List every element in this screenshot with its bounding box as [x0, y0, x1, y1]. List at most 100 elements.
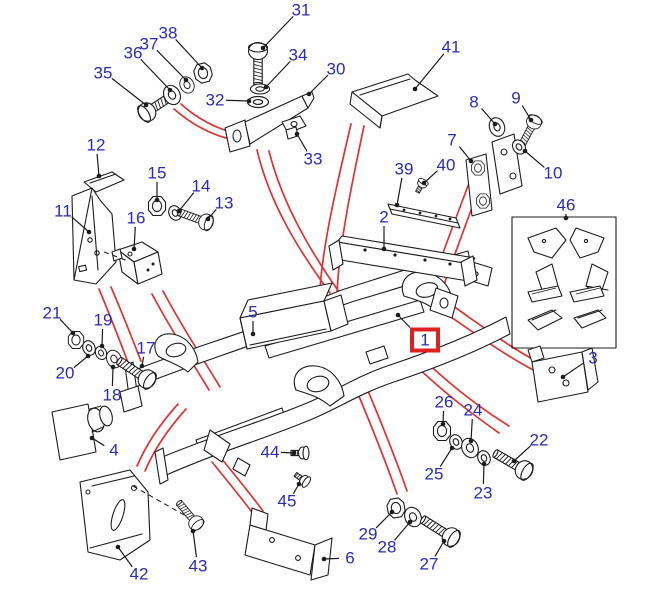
callout-number: 36 — [124, 44, 143, 63]
leader-arrow-dot — [115, 544, 121, 550]
callout-number: 4 — [109, 441, 118, 460]
leader-line — [423, 170, 438, 184]
callout-20[interactable]: 20 — [56, 353, 91, 383]
callout-40[interactable]: 40 — [421, 156, 456, 186]
leader-line — [175, 39, 203, 69]
leader-arrow-dot — [139, 363, 145, 369]
callout-1[interactable]: 1 — [395, 312, 440, 353]
callout-26[interactable]: 26 — [435, 393, 454, 427]
callout-number: 38 — [159, 24, 178, 43]
bracket-part-42-drawing — [79, 469, 151, 561]
leader-arrow-dot — [291, 450, 297, 456]
callout-11[interactable]: 11 — [54, 202, 92, 235]
leader-line — [397, 314, 411, 328]
callout-21[interactable]: 21 — [43, 304, 76, 336]
leader-line — [117, 546, 133, 568]
callout-28[interactable]: 28 — [378, 519, 413, 557]
leader-line — [470, 418, 473, 442]
screw-45-drawing — [291, 468, 313, 490]
callout-19[interactable]: 19 — [94, 311, 113, 349]
callout-number: 16 — [127, 209, 146, 228]
callout-number: 46 — [557, 196, 576, 215]
callout-number: 42 — [130, 565, 149, 584]
callout-25[interactable]: 25 — [425, 445, 455, 484]
callout-5[interactable]: 5 — [248, 303, 258, 337]
leader-line — [225, 99, 250, 102]
leader-arrow-dot — [294, 131, 300, 137]
bracket-part-3-drawing — [527, 345, 599, 403]
callout-36[interactable]: 36 — [124, 44, 173, 93]
leader-arrow-dot — [394, 202, 400, 208]
callout-number: 21 — [43, 304, 62, 323]
callout-12[interactable]: 12 — [87, 136, 106, 179]
callout-number: 8 — [469, 93, 478, 112]
callout-46[interactable]: 46 — [557, 196, 576, 221]
callout-number: 40 — [437, 156, 456, 175]
callout-number: 39 — [395, 160, 414, 179]
callout-27[interactable]: 27 — [420, 538, 447, 574]
callout-44[interactable]: 44 — [261, 443, 297, 462]
callout-10[interactable]: 10 — [522, 148, 563, 183]
leader-arrow-dot — [449, 445, 455, 451]
callout-37[interactable]: 37 — [140, 35, 189, 83]
callout-9[interactable]: 9 — [511, 89, 534, 123]
callout-4[interactable]: 4 — [89, 435, 119, 460]
callout-16[interactable]: 16 — [127, 209, 146, 252]
callout-23[interactable]: 23 — [474, 461, 493, 503]
callout-42[interactable]: 42 — [115, 544, 149, 584]
nut-21-drawing — [67, 330, 85, 350]
callout-31[interactable]: 31 — [260, 1, 311, 51]
leader-line — [562, 362, 585, 378]
assembly-dash-line-42-43 — [132, 485, 187, 517]
bracket-part-11-drawing — [71, 187, 117, 285]
leader-arrow-dot — [260, 45, 266, 51]
callout-18[interactable]: 18 — [103, 364, 122, 405]
leader-arrow-dot — [296, 481, 302, 487]
callout-35[interactable]: 35 — [94, 64, 149, 108]
callout-number: 6 — [345, 549, 354, 568]
callout-13[interactable]: 13 — [205, 194, 234, 222]
leader-arrow-dot — [492, 121, 498, 127]
leader-line — [323, 557, 340, 560]
leader-arrow-dot — [522, 148, 528, 154]
callout-24[interactable]: 24 — [464, 401, 483, 444]
callout-17[interactable]: 17 — [137, 339, 156, 369]
callout-38[interactable]: 38 — [159, 24, 205, 71]
panel-part-41-drawing — [349, 73, 439, 129]
leader-arrow-dot — [96, 173, 102, 179]
callout-39[interactable]: 39 — [395, 160, 414, 208]
callout-number: 5 — [248, 303, 257, 322]
leader-line — [482, 463, 485, 485]
callout-number: 18 — [103, 386, 122, 405]
leader-arrow-dot — [389, 509, 395, 515]
callout-30[interactable]: 30 — [306, 60, 346, 97]
leader-arrow-dot — [70, 330, 76, 336]
bolt-22-drawing — [488, 443, 537, 484]
callout-number: 19 — [94, 311, 113, 330]
leader-line — [524, 150, 545, 168]
leader-line — [178, 192, 195, 212]
leader-line — [439, 447, 453, 467]
callout-2[interactable]: 2 — [379, 208, 389, 252]
callout-43[interactable]: 43 — [189, 528, 208, 576]
callout-29[interactable]: 29 — [359, 509, 395, 544]
callout-41[interactable]: 41 — [412, 38, 461, 92]
callout-7[interactable]: 7 — [447, 131, 474, 164]
callout-6[interactable]: 6 — [321, 549, 355, 568]
callout-32[interactable]: 32 — [206, 91, 252, 110]
leader-arrow-dot — [167, 87, 173, 93]
callout-14[interactable]: 14 — [176, 177, 211, 214]
callout-45[interactable]: 45 — [278, 481, 302, 511]
callout-15[interactable]: 15 — [148, 164, 167, 203]
callout-8[interactable]: 8 — [469, 93, 498, 127]
leader-line — [308, 74, 329, 95]
callout-34[interactable]: 34 — [263, 46, 308, 90]
callout-22[interactable]: 22 — [511, 431, 549, 464]
leader-arrow-dot — [110, 364, 116, 370]
leader-line — [481, 108, 496, 125]
callout-3[interactable]: 3 — [560, 349, 598, 380]
leader-line — [96, 153, 100, 177]
leader-arrow-dot — [89, 435, 95, 441]
callout-33[interactable]: 33 — [294, 131, 323, 169]
leader-arrow-dot — [154, 197, 160, 203]
